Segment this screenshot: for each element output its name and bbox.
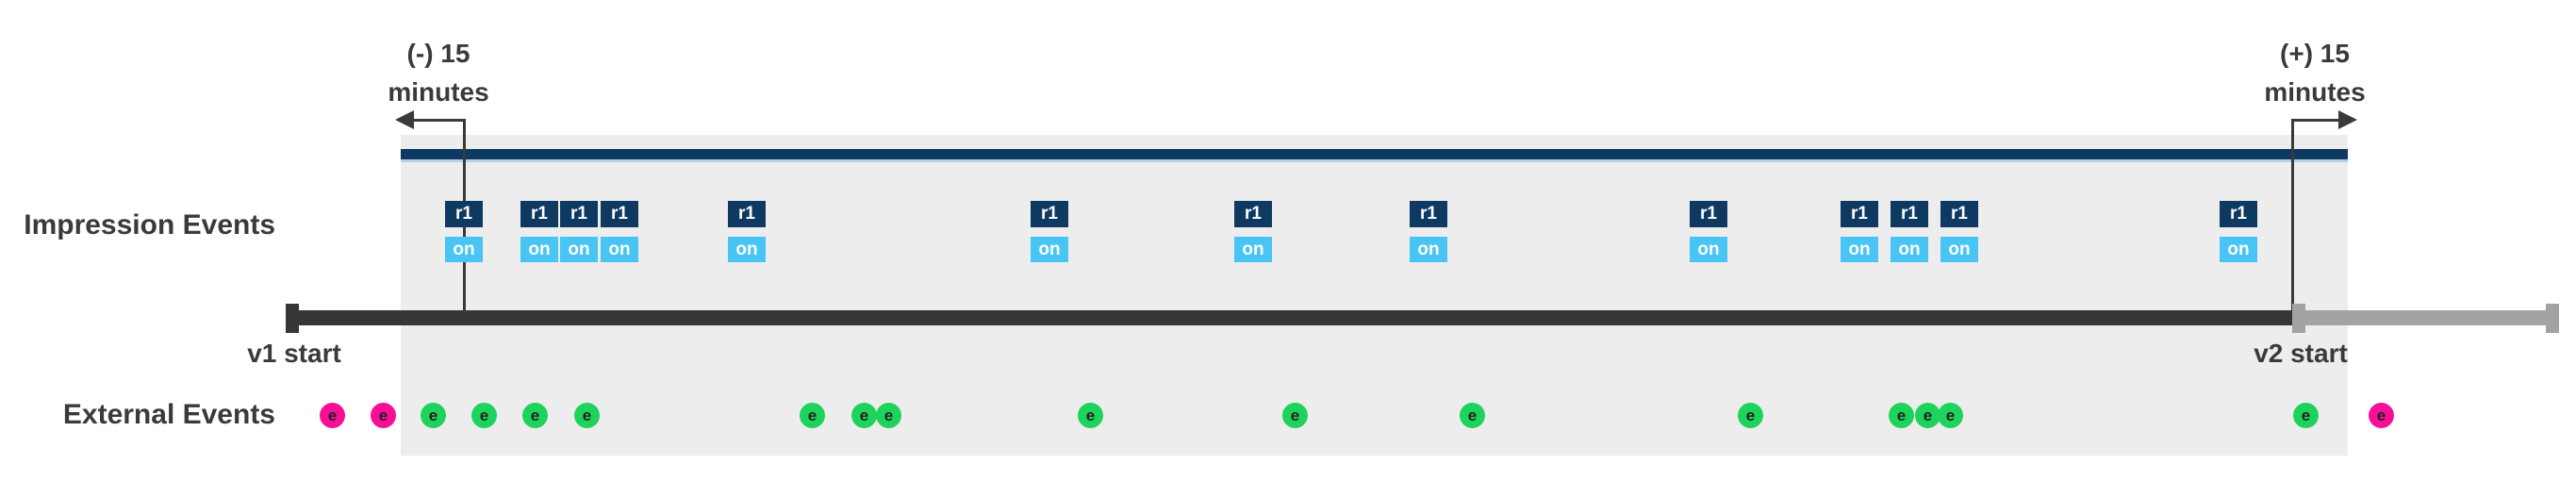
- top-navy-bar: [401, 149, 2348, 162]
- on-badge: on: [1410, 237, 1447, 262]
- impression-event-marker: r1 on: [601, 201, 638, 262]
- plus-15-minutes-label: (+) 15 minutes: [2211, 34, 2419, 111]
- timeline-end-cap: [2546, 304, 2559, 333]
- impression-event-marker: r1 on: [520, 201, 558, 262]
- external-event-marker-green: e: [522, 403, 548, 428]
- impression-event-marker: r1 on: [1031, 201, 1068, 262]
- right-arrowhead-icon: [2338, 110, 2357, 129]
- plus-15-arrow-line: [2291, 119, 2342, 122]
- impression-event-marker: r1 on: [728, 201, 766, 262]
- v1-start-label: v1 start: [247, 339, 341, 368]
- external-event-marker-pink: e: [371, 403, 396, 428]
- impression-event-marker: r1 on: [445, 201, 483, 262]
- panel-background: [401, 135, 2348, 456]
- on-badge: on: [445, 237, 483, 262]
- r1-badge: r1: [445, 201, 483, 227]
- on-badge: on: [1940, 237, 1978, 262]
- plus-15-vertical-line: [2291, 120, 2294, 312]
- external-event-marker-green: e: [1282, 403, 1308, 428]
- external-event-marker-green: e: [851, 403, 877, 428]
- external-event-marker-green: e: [876, 403, 901, 428]
- on-badge: on: [2220, 237, 2257, 262]
- external-event-marker-green: e: [1938, 403, 1963, 428]
- on-badge: on: [728, 237, 766, 262]
- impression-event-marker: r1 on: [1410, 201, 1447, 262]
- impression-event-marker: r1 on: [1690, 201, 1727, 262]
- external-event-marker-green: e: [800, 403, 825, 428]
- r1-badge: r1: [1031, 201, 1068, 227]
- impression-event-marker: r1 on: [560, 201, 598, 262]
- r1-badge: r1: [1690, 201, 1727, 227]
- v1-start-cap: [286, 304, 299, 333]
- r1-badge: r1: [1940, 201, 1978, 227]
- r1-badge: r1: [1410, 201, 1447, 227]
- minus-15-arrow-line: [411, 119, 466, 122]
- external-event-marker-green: e: [1738, 403, 1763, 428]
- on-badge: on: [1031, 237, 1068, 262]
- r1-badge: r1: [2220, 201, 2257, 227]
- external-event-marker-green: e: [1915, 403, 1940, 428]
- impression-event-marker: r1 on: [1841, 201, 1878, 262]
- r1-badge: r1: [1841, 201, 1878, 227]
- r1-badge: r1: [1891, 201, 1928, 227]
- external-events-label: External Events: [62, 399, 275, 430]
- impression-event-marker: r1 on: [1234, 201, 1272, 262]
- external-event-marker-pink: e: [2369, 403, 2394, 428]
- on-badge: on: [560, 237, 598, 262]
- minus-15-line2: minutes: [388, 77, 489, 107]
- external-event-marker-green: e: [574, 403, 600, 428]
- impression-event-marker: r1 on: [1940, 201, 1978, 262]
- r1-badge: r1: [1234, 201, 1272, 227]
- impression-event-marker: r1 on: [1891, 201, 1928, 262]
- external-event-marker-green: e: [471, 403, 497, 428]
- on-badge: on: [520, 237, 558, 262]
- impression-events-label: Impression Events: [24, 209, 275, 240]
- minus-15-minutes-label: (-) 15 minutes: [335, 34, 542, 111]
- timeline-v2-segment: [2301, 310, 2553, 325]
- external-event-marker-pink: e: [320, 403, 345, 428]
- on-badge: on: [601, 237, 638, 262]
- external-event-marker-green: e: [1889, 403, 1914, 428]
- impression-event-marker: r1 on: [2220, 201, 2257, 262]
- on-badge: on: [1841, 237, 1878, 262]
- v2-start-cap: [2292, 304, 2305, 333]
- r1-badge: r1: [520, 201, 558, 227]
- external-event-marker-green: e: [2293, 403, 2319, 428]
- v2-start-label: v2 start: [2254, 339, 2348, 368]
- r1-badge: r1: [560, 201, 598, 227]
- timeline-v1-segment: [286, 310, 2294, 325]
- plus-15-line2: minutes: [2264, 77, 2366, 107]
- minus-15-line1: (-) 15: [406, 39, 471, 68]
- r1-badge: r1: [728, 201, 766, 227]
- plus-15-line1: (+) 15: [2280, 39, 2350, 68]
- left-arrowhead-icon: [395, 110, 414, 129]
- external-event-marker-green: e: [1460, 403, 1485, 428]
- external-event-marker-green: e: [1078, 403, 1103, 428]
- on-badge: on: [1891, 237, 1928, 262]
- r1-badge: r1: [601, 201, 638, 227]
- external-event-marker-green: e: [421, 403, 446, 428]
- on-badge: on: [1234, 237, 1272, 262]
- on-badge: on: [1690, 237, 1727, 262]
